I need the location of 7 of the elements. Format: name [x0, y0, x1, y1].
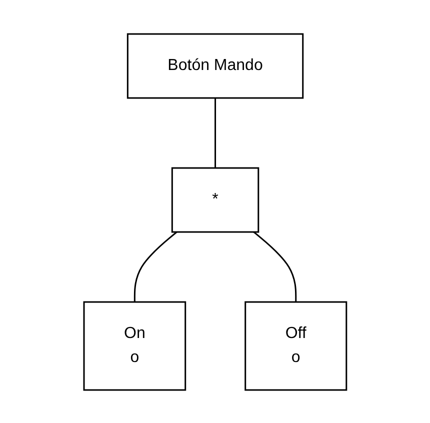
node-box: Botón Mando: [126, 32, 304, 98]
connector: [134, 230, 178, 302]
node-box: *: [171, 166, 259, 232]
connector: [253, 230, 296, 302]
connector: [214, 98, 216, 168]
node-box: Off o: [244, 300, 347, 390]
node-box: On o: [83, 300, 186, 390]
